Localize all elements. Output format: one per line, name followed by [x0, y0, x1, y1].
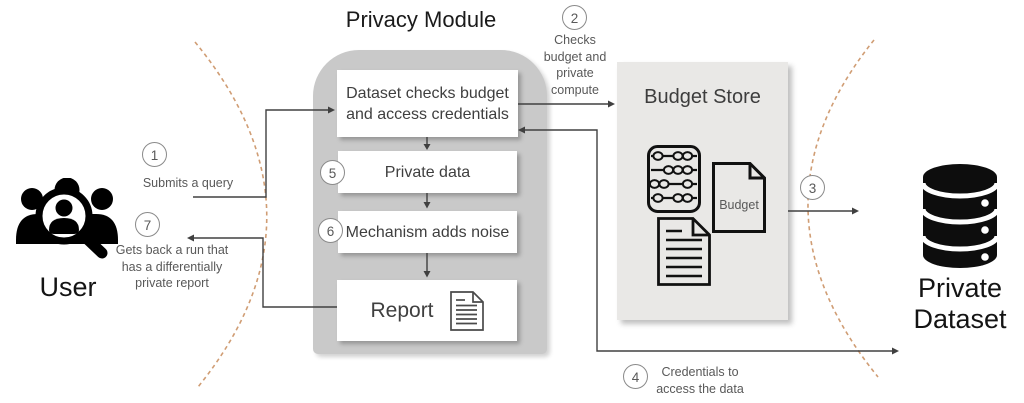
step-6-badge: 6: [318, 218, 343, 243]
private-dataset-label-line2: Dataset: [913, 304, 1007, 334]
privacy-module-title: Privacy Module: [345, 7, 497, 32]
step-2-badge: 2: [562, 5, 587, 30]
private-dataset-label: Private Dataset: [898, 273, 1022, 335]
zone-arc-right: [807, 39, 879, 378]
step-4-badge: 4: [623, 364, 648, 389]
box-report: Report: [337, 280, 517, 341]
box-mechanism-noise: Mechanism adds noise: [338, 211, 517, 253]
box-dataset-checks-line2: and access credentials: [346, 105, 509, 123]
private-dataset-label-line1: Private: [917, 273, 1003, 303]
step-5-badge: 5: [320, 160, 345, 185]
budget-store-title: Budget Store: [644, 86, 761, 108]
step-7-badge: 7: [135, 212, 160, 237]
step-1-label: Submits a query: [142, 176, 234, 190]
step-3-badge: 3: [800, 175, 825, 200]
box-private-data-label: Private data: [384, 163, 471, 181]
step-7-label: Gets back a run that has a differentiall…: [115, 243, 229, 290]
step-1-badge: 1: [142, 142, 167, 167]
text-document-icon: [657, 217, 711, 286]
box-dataset-checks: Dataset checks budget and access credent…: [337, 70, 518, 137]
budget-document-label: Budget: [719, 198, 759, 212]
step-4-label: Credentials to access the data: [656, 365, 744, 396]
box-mechanism-noise-label: Mechanism adds noise: [345, 223, 510, 241]
user-label: User: [39, 272, 97, 302]
database-icon: [921, 164, 999, 268]
box-report-label: Report: [370, 299, 434, 322]
budget-document-icon: Budget: [712, 162, 766, 233]
box-dataset-checks-line1: Dataset checks budget: [346, 84, 509, 102]
step-2-label: Checks budget and private compute: [543, 33, 607, 97]
report-document-icon: [449, 290, 484, 331]
box-private-data: Private data: [338, 151, 517, 193]
abacus-icon: [647, 145, 701, 213]
user-group-icon: [16, 178, 118, 259]
zone-arc-left: [194, 41, 268, 388]
